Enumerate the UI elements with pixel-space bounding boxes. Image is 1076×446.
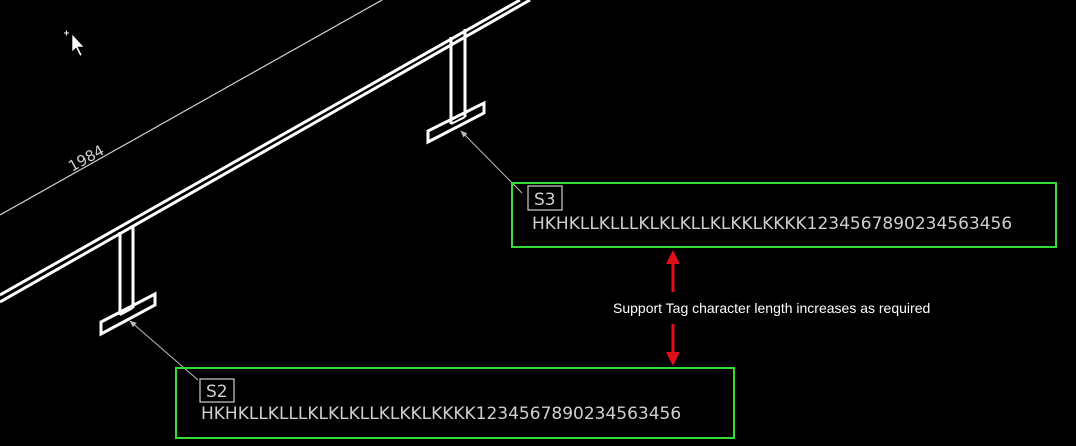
pipe	[0, 0, 531, 304]
dimension-label: 1984	[65, 141, 107, 175]
cursor-icon	[64, 30, 85, 57]
support-s3[interactable]	[426, 29, 486, 145]
tag-label-s3: S3	[534, 190, 556, 210]
support-s2[interactable]	[99, 225, 157, 337]
tag-description-s3: HKHKLLKLLLKLKLKLLKLKKLKKKK12345678902345…	[532, 214, 1012, 234]
support-tag-s3[interactable]: S3 HKHKLLKLLLKLKLKLLKLKKLKKKK12345678902…	[527, 185, 1012, 234]
tag-box-s3	[527, 185, 563, 211]
tag-description-s2: HKHKLLKLLLKLKLKLLKLKKLKKKK12345678902345…	[201, 404, 681, 424]
support-tag-s2[interactable]: S2 HKHKLLKLLLKLKLKLLKLKKLKKKK12345678902…	[199, 378, 681, 424]
dimension-line	[0, 0, 383, 216]
leader-line-s2	[129, 320, 199, 381]
highlight-box-s2	[175, 367, 735, 439]
highlight-box-s3	[511, 182, 1057, 248]
arrow-up-icon	[666, 250, 680, 292]
arrow-down-icon	[666, 324, 680, 366]
tag-label-s2: S2	[206, 382, 228, 402]
annotation-text: Support Tag character length increases a…	[613, 300, 930, 316]
tag-box-s2	[199, 378, 235, 403]
